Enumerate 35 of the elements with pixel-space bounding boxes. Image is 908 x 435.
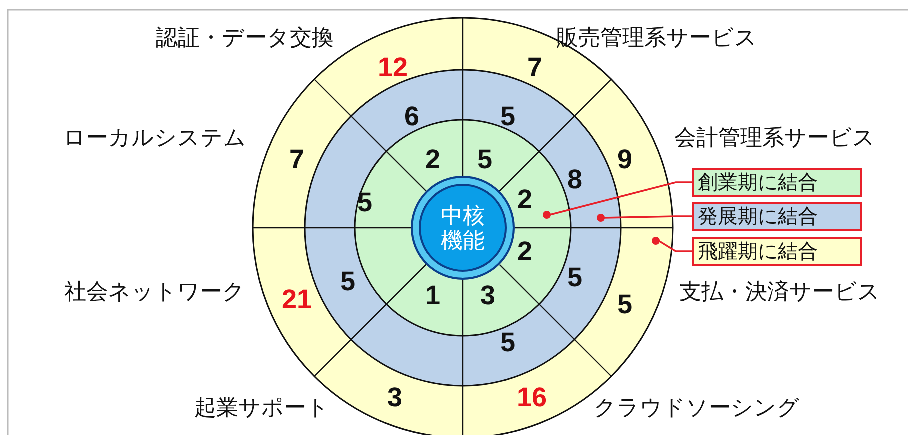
ring-value: 16 [516,384,548,412]
sector-label: 社会ネットワーク [64,281,246,303]
ring-value: 5 [340,268,356,296]
ring-value: 5 [477,146,493,174]
ring-value: 6 [404,104,420,130]
sector-label: 販売管理系サービス [556,27,758,49]
ring-value: 21 [282,286,312,314]
leader-line [604,216,692,219]
ring-value: 5 [567,264,583,292]
ring-value: 8 [567,166,583,194]
ring-value: 3 [387,384,403,412]
legend-box: 発展期に結合 [692,202,862,231]
sector-label: 会計管理系サービス [674,127,876,149]
ring-value: 2 [425,146,441,174]
ring-value: 9 [617,146,633,174]
ring-value: 5 [617,292,633,318]
ring-value: 5 [500,104,516,130]
ring-value: 12 [378,54,408,82]
sector-label: 支払・決済サービス [680,281,880,303]
ring-value: 3 [480,282,496,310]
ring-value: 5 [357,190,373,216]
sector-label: 認証・データ交換 [156,27,334,49]
ring-value: 7 [527,54,543,82]
legend-box: 飛躍期に結合 [692,237,862,266]
ring-value: 5 [500,330,516,356]
sector-label: ローカルシステム [64,127,246,149]
ring-value: 2 [517,186,533,214]
ring-value: 1 [425,282,441,310]
sector-label: クラウドソーシング [594,397,800,419]
leader-line [550,182,692,216]
sector-label: 起業サポート [194,397,330,419]
leader-line [658,240,692,252]
ring-value: 7 [289,146,305,174]
ring-value: 2 [517,238,533,266]
legend-box: 創業期に結合 [692,168,862,197]
